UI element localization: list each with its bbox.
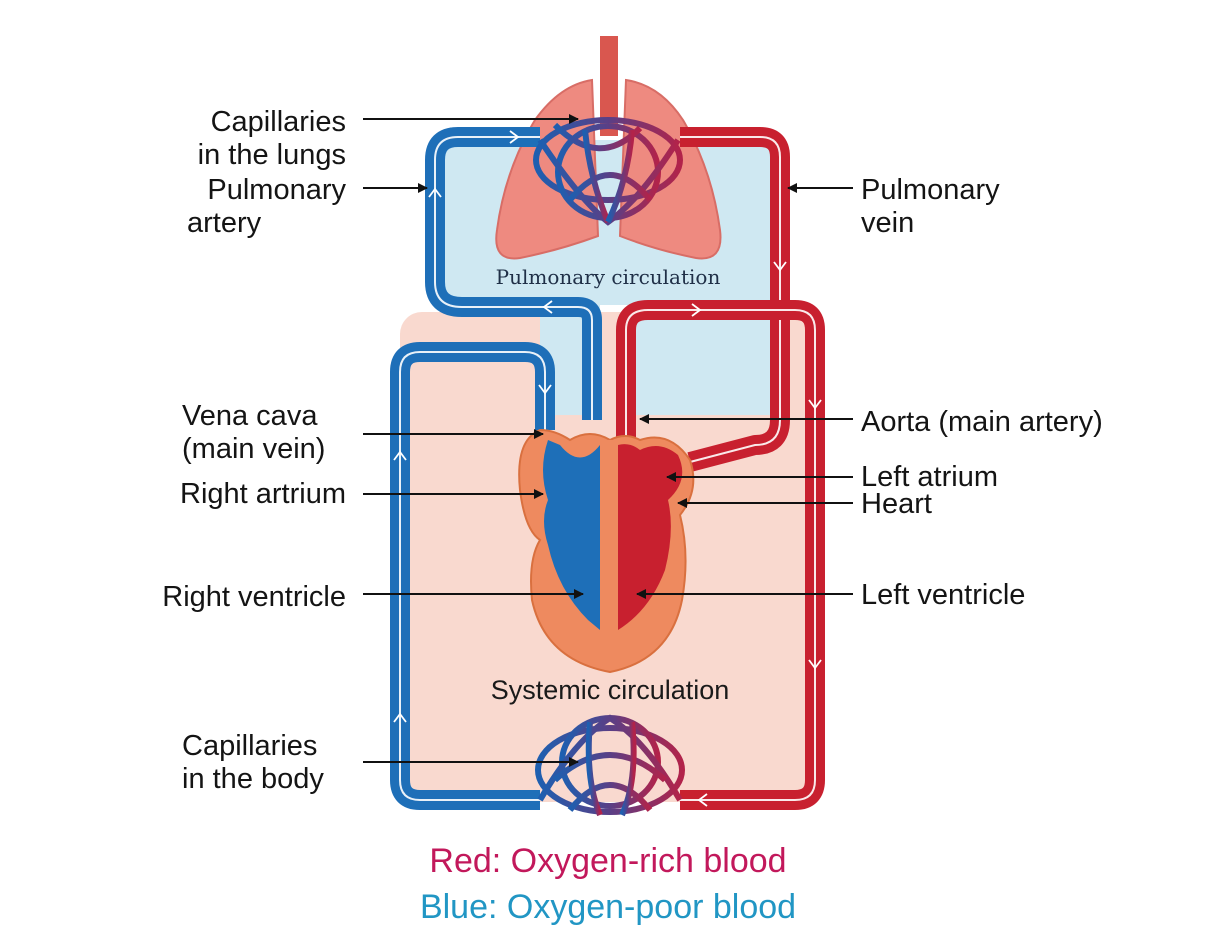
label-pulmonary-vein-line2: vein — [861, 207, 914, 239]
right-lung — [495, 78, 600, 260]
label-vena-cava-line1: Vena cava — [182, 400, 318, 432]
legend-oxygen-poor: Blue: Oxygen-poor blood — [420, 888, 796, 926]
label-capillaries-lungs-line2: in the lungs — [198, 139, 346, 171]
label-right-atrium: Right artrium — [180, 478, 346, 510]
flow-arrows — [393, 130, 822, 807]
label-heart: Heart — [861, 488, 932, 520]
label-vena-cava-line2: (main vein) — [182, 433, 325, 465]
label-aorta: Aorta (main artery) — [861, 406, 1103, 438]
label-left-atrium: Left atrium — [861, 461, 998, 493]
label-left-ventricle: Left ventricle — [861, 579, 1025, 611]
label-systemic-circulation: Systemic circulation — [491, 675, 730, 705]
label-pulmonary-circulation: Pulmonary circulation — [496, 265, 721, 289]
leader-lines — [363, 114, 853, 767]
right-heart-chambers — [543, 440, 600, 630]
label-pulmonary-artery-line2: artery — [187, 207, 262, 239]
lung-capillaries — [533, 117, 683, 226]
body-capillaries — [535, 714, 685, 817]
label-pulmonary-artery-line1: Pulmonary — [207, 174, 346, 206]
left-heart-chambers — [618, 444, 683, 630]
left-lung — [618, 78, 722, 260]
legend-oxygen-rich: Red: Oxygen-rich blood — [429, 842, 786, 880]
label-right-ventricle: Right ventricle — [162, 581, 346, 613]
label-capillaries-body-line1: Capillaries — [182, 730, 317, 762]
trachea — [600, 36, 618, 136]
label-capillaries-body-line2: in the body — [182, 763, 324, 795]
label-pulmonary-vein-line1: Pulmonary — [861, 174, 1000, 206]
label-capillaries-lungs-line1: Capillaries — [211, 106, 346, 138]
